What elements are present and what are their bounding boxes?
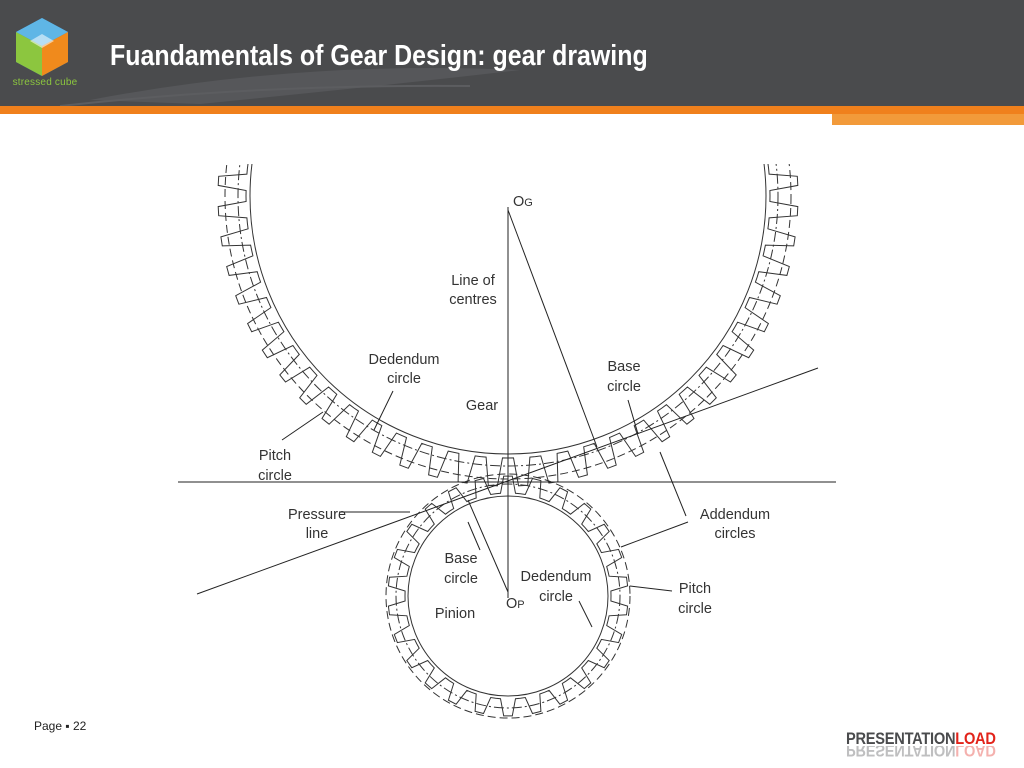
label-pressure-1: Pressure	[288, 507, 346, 523]
pinion-base-radius-line	[467, 499, 509, 593]
label-addendum-1: Addendum	[700, 507, 770, 523]
leader-base-pinion	[467, 521, 481, 551]
leader-pitch-gear	[281, 411, 324, 441]
pinion-teeth	[387, 475, 629, 717]
header-swoosh	[59, 68, 520, 106]
logo-text: stressed cube	[12, 77, 78, 88]
label-pitch-gear-2: circle	[258, 468, 292, 484]
label-op: OP	[506, 596, 525, 612]
label-pitch-gear-1: Pitch	[259, 448, 291, 464]
label-line-of-centres-2: centres	[449, 292, 497, 308]
label-pitch-pinion-2: circle	[678, 601, 712, 617]
pressure-line	[196, 367, 819, 595]
presentationload-logo-reflection: PRESENTATIONLOAD	[846, 746, 996, 760]
label-base-pinion-1: Base	[444, 551, 477, 567]
label-pinion: Pinion	[435, 606, 475, 622]
label-line-of-centres-1: Line of	[451, 273, 496, 289]
label-gear: Gear	[466, 398, 498, 414]
label-base-gear-2: circle	[607, 379, 641, 395]
leader-pitch-pinion	[629, 585, 673, 592]
orange-accent-tab	[832, 114, 1024, 125]
leader-dedendum-pinion	[578, 600, 593, 628]
leader-addendum-gear	[659, 451, 687, 517]
orange-accent-bar	[0, 106, 1024, 114]
label-base-gear-1: Base	[607, 359, 640, 375]
stressed-cube-logo	[16, 18, 68, 76]
label-pitch-pinion-1: Pitch	[679, 581, 711, 597]
label-base-pinion-2: circle	[444, 571, 478, 587]
label-dedendum-pinion-2: circle	[539, 589, 573, 605]
pinion-addendum-circle	[385, 473, 631, 719]
leader-base-gear	[627, 399, 639, 435]
label-dedendum-gear-2: circle	[387, 371, 421, 387]
presentationload-logo: PRESENTATIONLOAD	[846, 729, 996, 748]
label-pressure-2: line	[306, 526, 329, 542]
label-addendum-2: circles	[714, 526, 755, 542]
leader-dedendum-gear	[373, 390, 394, 431]
page-number: Page ▪ 22	[34, 719, 87, 733]
page-title: Fuandamentals of Gear Design: gear drawi…	[110, 40, 648, 72]
header-bar: stressed cube Fuandamentals of Gear Desi…	[0, 0, 1024, 106]
gear-teeth	[217, 164, 799, 487]
gear-base-radius-line	[507, 209, 598, 448]
leader-addendum-pinion	[620, 521, 689, 548]
label-og: OG	[513, 194, 533, 210]
label-dedendum-pinion-1: Dedendum	[521, 569, 592, 585]
label-dedendum-gear-1: Dedendum	[369, 352, 440, 368]
